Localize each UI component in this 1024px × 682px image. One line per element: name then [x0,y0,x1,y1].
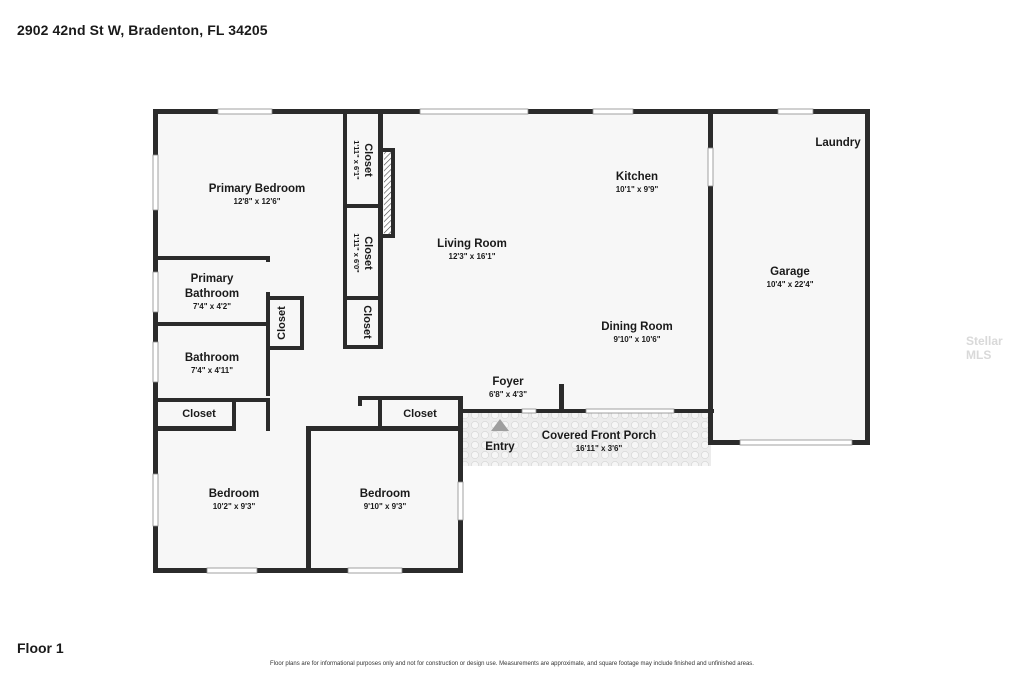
room-name-line-1: Primary [191,273,234,285]
watermark-logo: Stellar MLS [966,334,1003,362]
floor-label: Floor 1 [17,640,64,656]
room-dims: 9'10" x 10'6" [614,335,661,344]
room-name: Dining Room [601,321,673,333]
room-dims: 10'2" x 9'3" [213,502,256,511]
room-closet-2: Closet 1'11" x 6'0" [352,233,374,273]
room-laundry: Laundry [815,137,861,149]
room-name: Closet [362,143,374,177]
room-name: Primary Bedroom [209,183,306,195]
room-name: Bathroom [185,352,239,364]
room-name: Entry [485,441,515,453]
room-name: Closet [361,305,373,339]
room-garage: Garage 10'4" x 22'4" [767,266,814,289]
room-bedroom-right: Bedroom 9'10" x 9'3" [360,488,410,511]
room-entry: Entry [485,441,515,453]
room-name: Kitchen [616,171,658,183]
room-dims: 1'11" x 6'0" [352,233,361,273]
room-name: Closet [276,306,288,340]
room-name: Closet [362,236,374,270]
room-name: Closet [182,408,216,420]
room-bedroom-left: Bedroom 10'2" x 9'3" [209,488,259,511]
room-name: Covered Front Porch [542,430,656,442]
room-dims: 16'11" x 3'6" [576,444,623,453]
disclaimer-text: Floor plans are for informational purpos… [270,661,754,667]
room-primary-bathroom: Primary Bathroom 7'4" x 4'2" [185,273,239,311]
room-closet-6: Closet [403,408,437,420]
room-bathroom: Bathroom 7'4" x 4'11" [185,352,239,375]
room-foyer: Foyer 6'8" x 4'3" [489,376,527,399]
entry-arrow-icon [491,419,509,431]
room-dims: 7'4" x 4'11" [191,366,233,375]
property-address: 2902 42nd St W, Bradenton, FL 34205 [17,22,268,38]
room-name-line-2: Bathroom [185,288,239,300]
room-name: Foyer [492,376,524,388]
room-dims: 1'11" x 6'1" [352,140,361,180]
porch-pavers [461,412,711,466]
room-closet-3: Closet [361,305,373,339]
fireplace-hearth [384,152,391,234]
room-dims: 10'4" x 22'4" [767,280,814,289]
room-dims: 6'8" x 4'3" [489,390,527,399]
room-dims: 12'3" x 16'1" [449,252,496,261]
room-name: Closet [403,408,437,420]
room-dims: 7'4" x 4'2" [193,302,231,311]
room-covered-front-porch: Covered Front Porch 16'11" x 3'6" [542,430,656,453]
room-living-room: Living Room 12'3" x 16'1" [437,238,507,261]
room-closet-5: Closet [182,408,216,420]
floor-fill [155,110,868,572]
room-closet-4: Closet [276,306,288,340]
room-kitchen: Kitchen 10'1" x 9'9" [616,171,659,194]
interior-walls [155,109,713,572]
room-name: Living Room [437,238,507,250]
room-name: Bedroom [209,488,259,500]
room-dims: 12'8" x 12'6" [234,197,281,206]
room-name: Garage [770,266,810,278]
windows [152,108,853,574]
room-primary-bedroom: Primary Bedroom 12'8" x 12'6" [209,183,306,206]
room-closet-1: Closet 1'11" x 6'1" [352,140,374,180]
room-name: Laundry [815,137,861,149]
room-dims: 9'10" x 9'3" [364,502,407,511]
room-name: Bedroom [360,488,410,500]
room-dims: 10'1" x 9'9" [616,185,659,194]
room-dining-room: Dining Room 9'10" x 10'6" [601,321,673,344]
